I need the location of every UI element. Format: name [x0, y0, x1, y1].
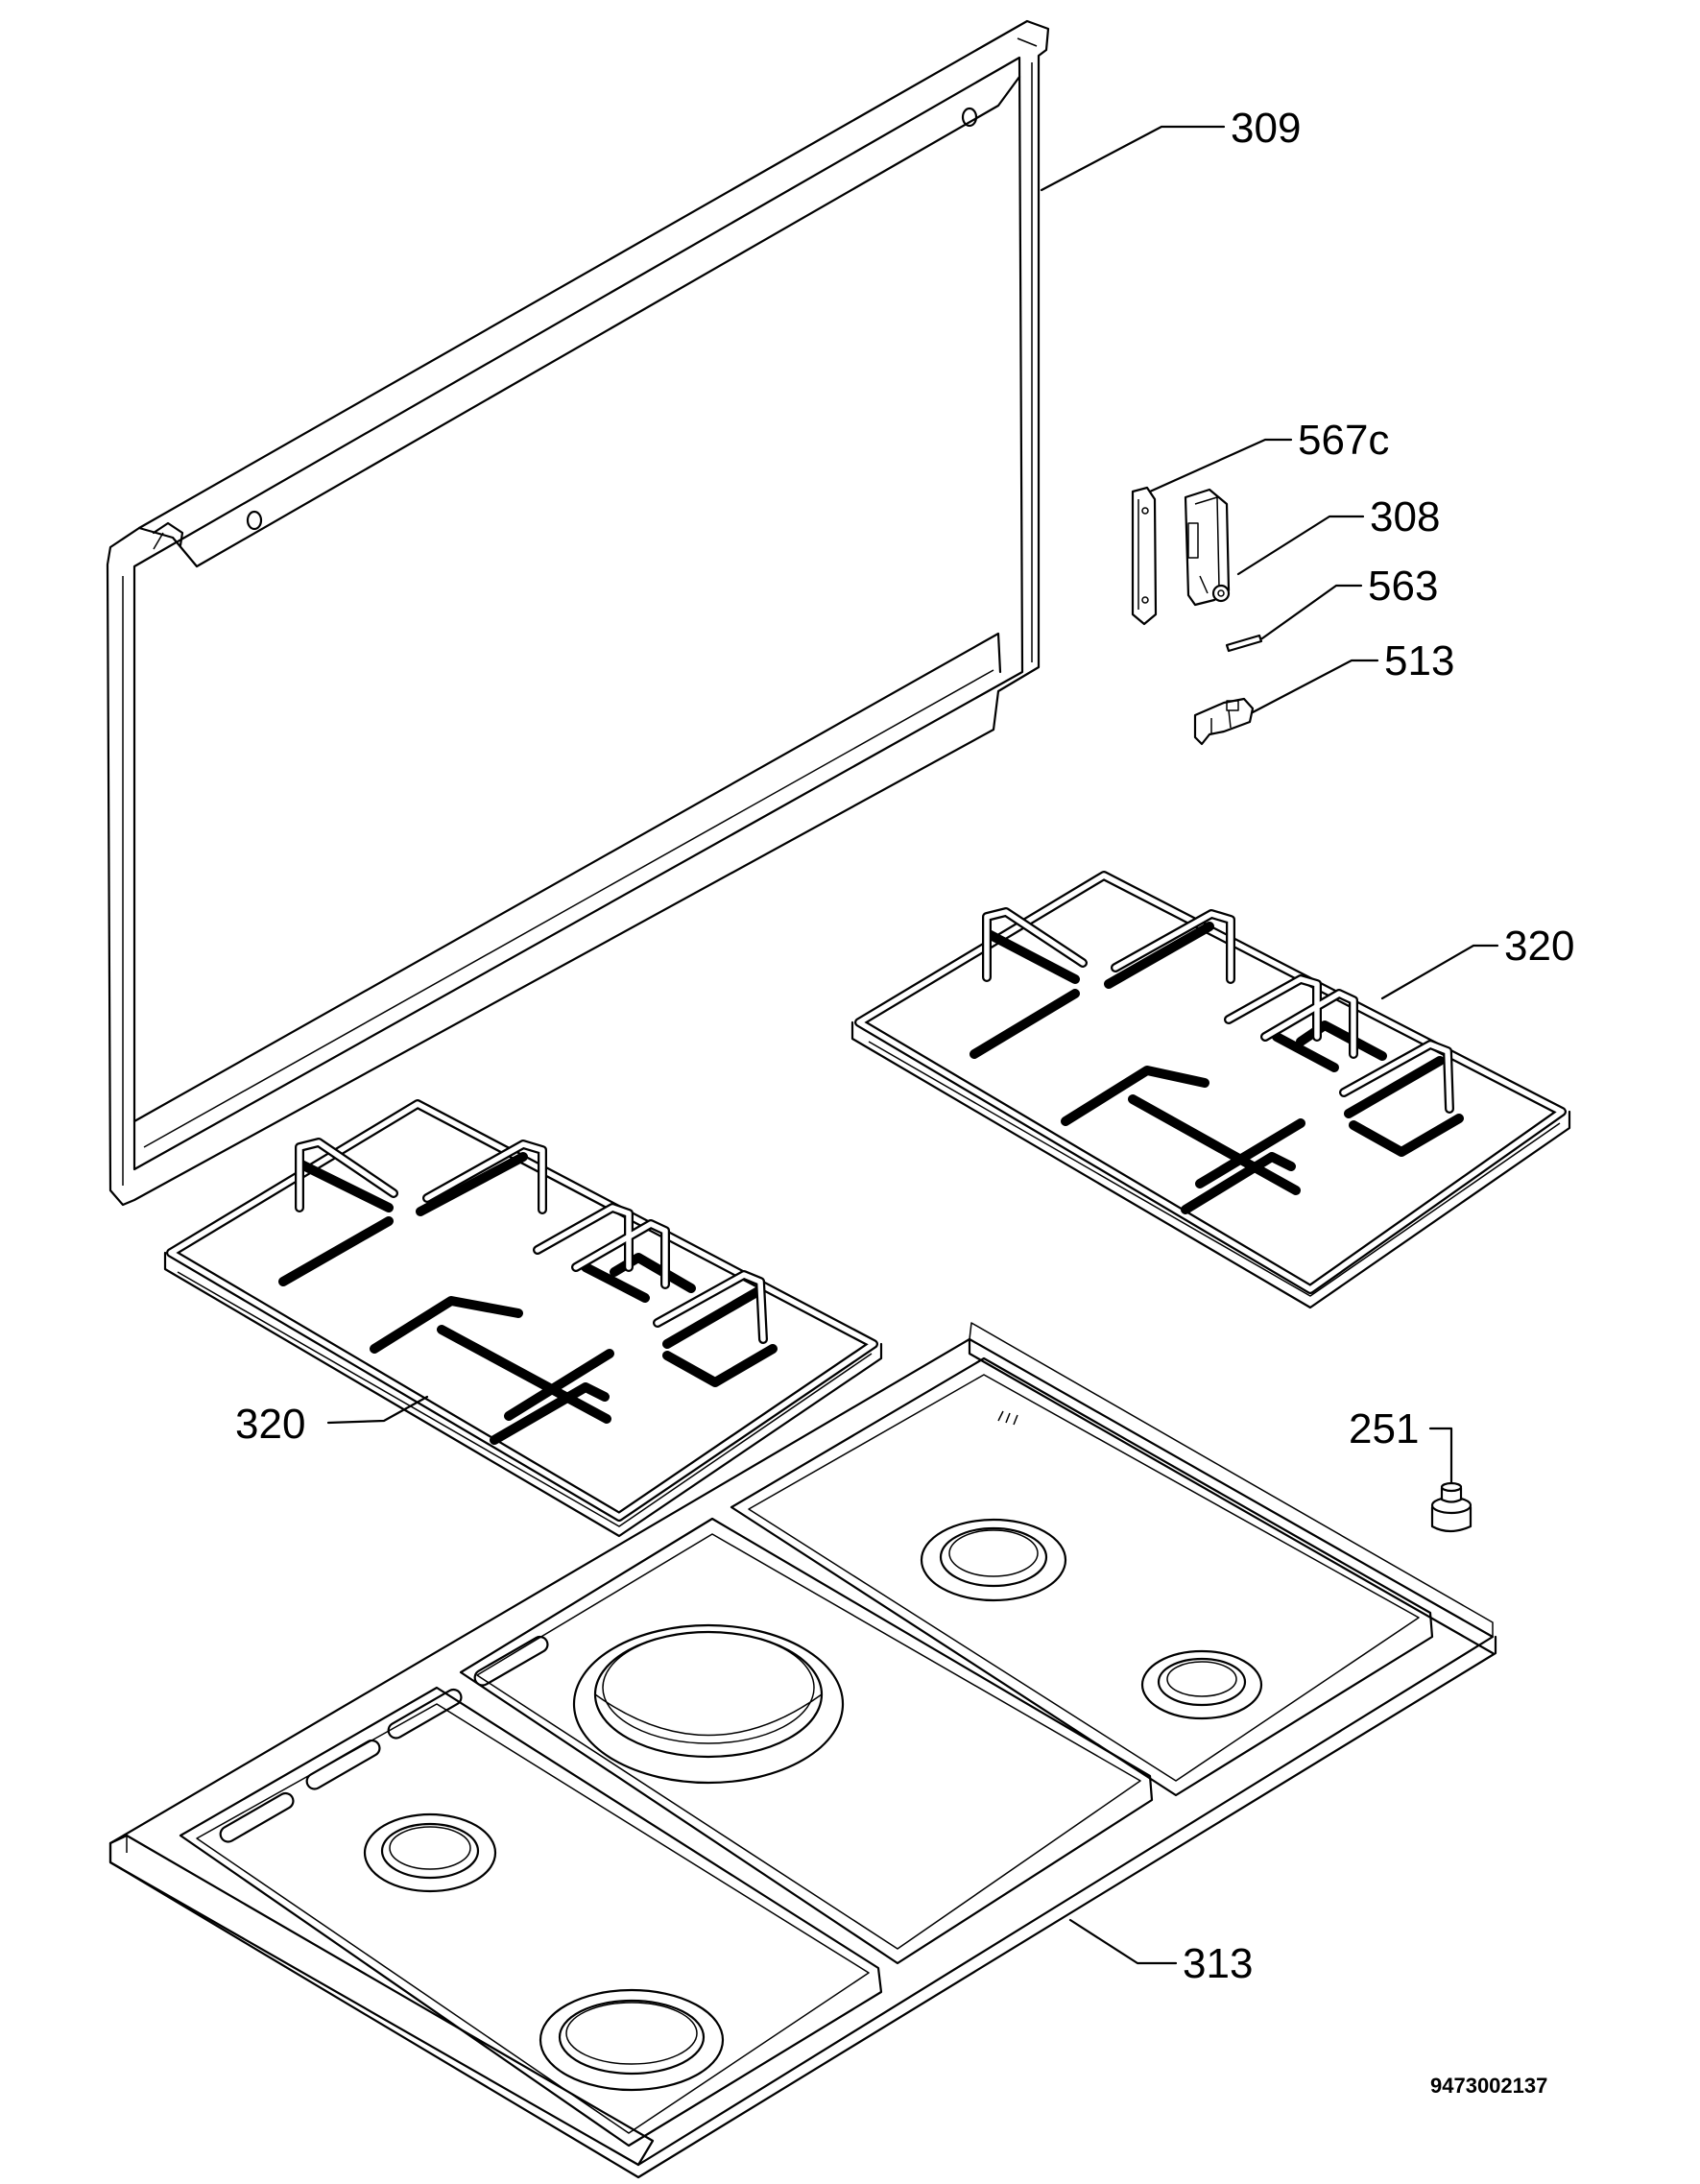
- hob-top-313: [108, 1322, 1497, 2179]
- callout-320-right: 320: [1504, 923, 1574, 970]
- burner-centre-wok: [572, 1623, 845, 1785]
- callout-567c: 567c: [1298, 417, 1389, 464]
- callout-251: 251: [1349, 1405, 1419, 1452]
- pin-563: [1225, 634, 1263, 653]
- hinge-bracket-513: [1193, 697, 1255, 746]
- callout-513: 513: [1384, 637, 1454, 684]
- hinge-308: [1184, 488, 1231, 607]
- callout-563: 563: [1368, 563, 1438, 610]
- callout-309: 309: [1231, 105, 1301, 152]
- callout-308: 308: [1370, 493, 1440, 540]
- hinge-plate-567c: [1131, 486, 1158, 626]
- callout-320-left: 320: [235, 1401, 305, 1448]
- control-slots: [219, 1635, 549, 1843]
- burner-rear-right: [1140, 1649, 1263, 1720]
- burner-rear-left: [539, 1988, 725, 2092]
- leader-lines: [326, 125, 1499, 1965]
- drawing-number: 9473002137: [1430, 2074, 1547, 2098]
- callout-313: 313: [1183, 1940, 1253, 1987]
- burner-front-left: [363, 1812, 497, 1893]
- pan-support-grid-left-320: [163, 1099, 883, 1538]
- burner-front-right: [920, 1518, 1067, 1602]
- pan-support-grid-right-320: [850, 871, 1571, 1309]
- glass-lid-309: [106, 19, 1050, 1207]
- knob-251: [1430, 1481, 1473, 1533]
